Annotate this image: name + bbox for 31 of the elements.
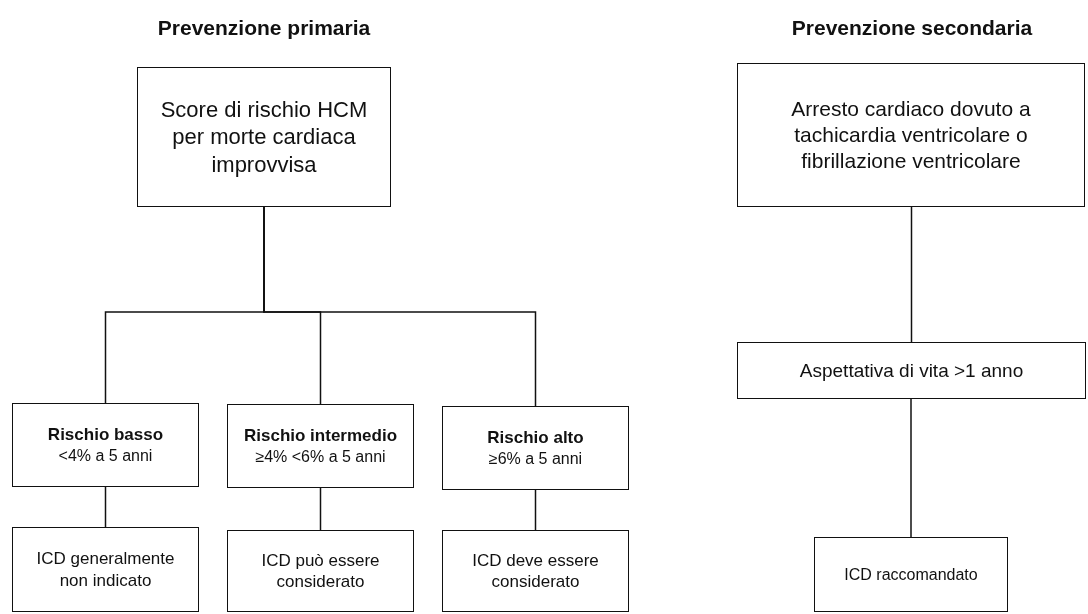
- connector-line: [319, 487, 322, 531]
- section-heading: Prevenzione secondaria: [791, 16, 1033, 40]
- box-heading: Rischio alto: [487, 427, 584, 449]
- process-box: [12, 527, 199, 612]
- connector-line: [910, 398, 912, 538]
- process-box: [137, 67, 391, 207]
- box-text: Aspettativa di vita >1 anno: [799, 358, 1024, 383]
- box-text: ICD raccomandato: [844, 564, 978, 585]
- box-text: <4% a 5 anni: [58, 445, 153, 466]
- box-text: ≥4% <6% a 5 anni: [255, 446, 386, 467]
- connector-line: [910, 206, 913, 343]
- box-text: Arresto cardiaco dovuto a tachicardia ventricolare o fibrillazione ventricolare: [790, 95, 1032, 175]
- process-box: [227, 530, 414, 612]
- process-box: [227, 404, 414, 488]
- box-text: ICD può essere considerato: [260, 549, 381, 593]
- box-heading: Rischio basso: [47, 424, 164, 446]
- process-box: [737, 342, 1086, 399]
- connector-line: [534, 489, 537, 531]
- process-box: [12, 403, 199, 487]
- box-text: ≥6% a 5 anni: [488, 448, 583, 469]
- connector-line: [263, 206, 537, 407]
- box-text: ICD generalmente non indicato: [35, 548, 176, 591]
- process-box: [442, 530, 629, 612]
- box-heading: Rischio intermedio: [244, 425, 397, 447]
- box-text: Score di rischio HCM per morte cardiaca improvvisa: [159, 95, 369, 179]
- process-box: [737, 63, 1085, 207]
- box-text: ICD deve essere considerato: [471, 549, 600, 593]
- section-heading: Prevenzione primaria: [157, 16, 371, 40]
- process-box: [814, 537, 1008, 612]
- process-box: [442, 406, 629, 490]
- connector-line: [104, 486, 107, 528]
